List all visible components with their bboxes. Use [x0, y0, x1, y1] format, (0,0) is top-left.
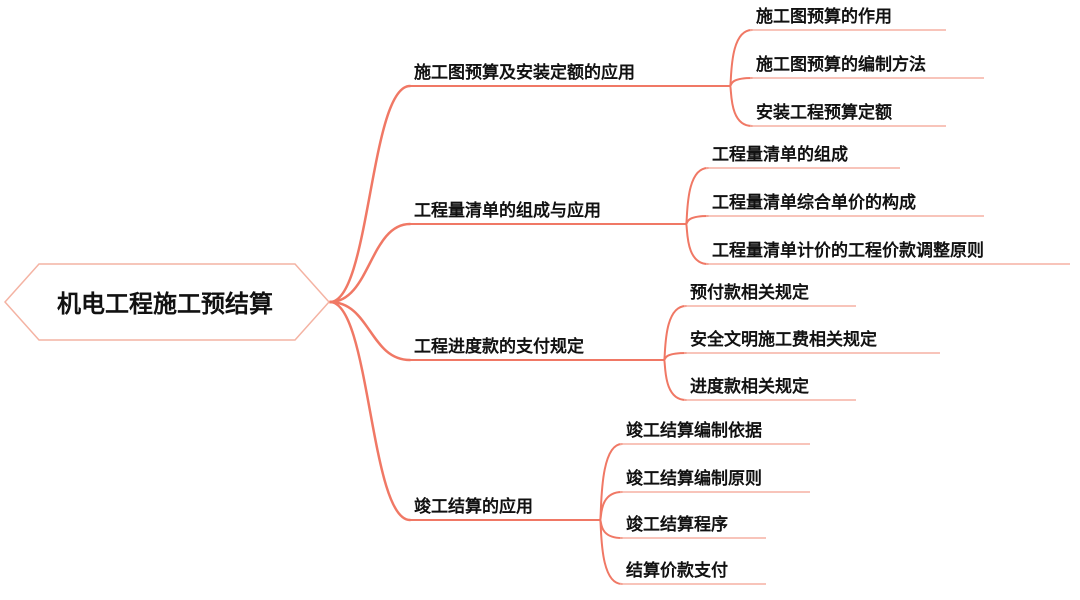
child-link-2-3: [685, 223, 709, 265]
branch-node-4: 竣工结算的应用: [414, 496, 533, 517]
branch-node-1: 施工图预算及安装定额的应用: [414, 62, 635, 83]
branch-label: 工程量清单的组成与应用: [414, 200, 601, 221]
child-link-1-3: [729, 85, 753, 127]
child-label: 结算价款支付: [626, 560, 728, 581]
child-node-1-2: 施工图预算的编制方法: [756, 54, 926, 75]
child-node-3-2: 安全文明施工费相关规定: [690, 329, 877, 350]
child-node-1-1: 施工图预算的作用: [756, 6, 892, 27]
child-label: 施工图预算的编制方法: [756, 54, 926, 75]
branch-label: 施工图预算及安装定额的应用: [414, 62, 635, 83]
child-label: 预付款相关规定: [690, 282, 809, 303]
child-label: 工程量清单综合单价的构成: [712, 192, 916, 213]
child-node-3-1: 预付款相关规定: [690, 282, 809, 303]
child-label: 工程量清单计价的工程价款调整原则: [712, 240, 984, 261]
mind-map-nodes: 机电工程施工预结算 施工图预算及安装定额的应用 施工图预算的作用施工图预算的编制方法…: [3, 6, 984, 581]
root-branch-link-3: [328, 300, 412, 362]
child-label: 进度款相关规定: [690, 376, 809, 397]
root-branch-link-1: [328, 84, 412, 304]
child-link-3-3: [663, 359, 687, 401]
child-link-4-3: [599, 519, 623, 539]
child-link-4-2: [599, 491, 623, 521]
child-node-4-1: 竣工结算编制依据: [626, 420, 762, 441]
root-node: 机电工程施工预结算: [3, 263, 331, 341]
root-node-shape: [3, 263, 331, 341]
root-branch-link-4: [328, 300, 412, 522]
child-node-2-2: 工程量清单综合单价的构成: [712, 192, 916, 213]
child-node-4-2: 竣工结算编制原则: [626, 468, 762, 489]
child-node-2-3: 工程量清单计价的工程价款调整原则: [712, 240, 984, 261]
child-link-3-1: [663, 305, 687, 361]
child-label: 安装工程预算定额: [756, 102, 892, 123]
connector-lines: [328, 29, 1070, 585]
child-link-1-2: [729, 77, 753, 87]
branch-label: 工程进度款的支付规定: [414, 336, 584, 357]
root-title: 机电工程施工预结算: [57, 290, 273, 318]
child-label: 安全文明施工费相关规定: [690, 329, 877, 350]
root-branch-link-2: [328, 222, 412, 304]
child-node-1-3: 安装工程预算定额: [756, 102, 892, 123]
child-link-3-2: [663, 352, 687, 361]
child-link-4-1: [599, 443, 623, 521]
branch-node-3: 工程进度款的支付规定: [414, 336, 584, 357]
child-label: 竣工结算程序: [626, 514, 728, 535]
child-link-2-2: [685, 215, 709, 225]
branch-label: 竣工结算的应用: [414, 496, 533, 517]
child-node-3-3: 进度款相关规定: [690, 376, 809, 397]
child-node-4-3: 竣工结算程序: [626, 514, 728, 535]
child-node-4-4: 结算价款支付: [626, 560, 728, 581]
child-link-4-4: [599, 519, 623, 585]
child-label: 工程量清单的组成: [712, 144, 848, 165]
child-label: 施工图预算的作用: [756, 6, 892, 27]
branch-node-2: 工程量清单的组成与应用: [414, 200, 601, 221]
child-label: 竣工结算编制依据: [626, 420, 762, 441]
child-node-2-1: 工程量清单的组成: [712, 144, 848, 165]
child-label: 竣工结算编制原则: [626, 468, 762, 489]
